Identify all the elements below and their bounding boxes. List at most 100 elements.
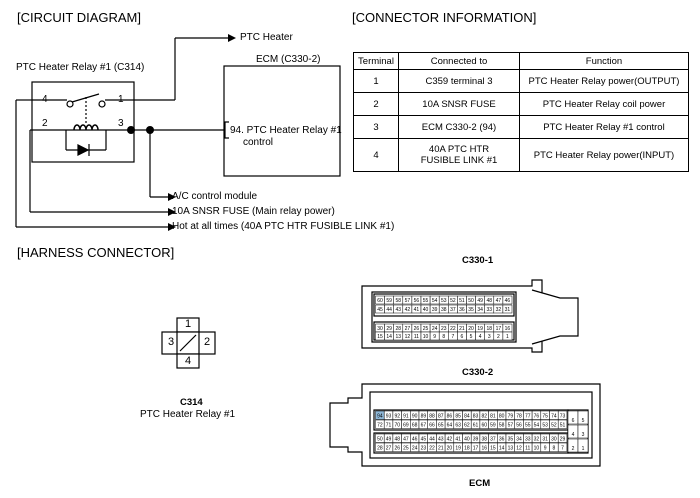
- connector-pin-label: 38: [441, 307, 447, 313]
- connector-pin-label: 43: [395, 307, 401, 313]
- connector-pin-label: 25: [423, 326, 429, 332]
- connector-pin-label: 89: [421, 413, 427, 419]
- connector-pin-label: 70: [394, 422, 400, 428]
- connector-pin-label: 16: [505, 326, 511, 332]
- connector-pin-label: 60: [481, 422, 487, 428]
- connector-info-table: Terminal Connected to Function 1 C359 te…: [353, 52, 689, 172]
- ptc-heater-arrow: [228, 34, 236, 42]
- relay-title: PTC Heater Relay #1 (C314): [16, 62, 145, 73]
- connector-pin-label: 36: [459, 307, 465, 313]
- connector-pin-label: 8: [442, 334, 445, 340]
- connector-pin-label: 39: [432, 307, 438, 313]
- connector-pin-label: 42: [405, 307, 411, 313]
- connector-pin-label: 55: [525, 422, 531, 428]
- connector-pin-label: 41: [455, 436, 461, 442]
- connector-pin-label: 81: [490, 413, 496, 419]
- connector-pin-label: 44: [386, 307, 392, 313]
- connector-pin-label: 29: [386, 326, 392, 332]
- table-row: 3 ECM C330-2 (94) PTC Heater Relay #1 co…: [353, 115, 689, 139]
- connector-pin-label: 33: [486, 307, 492, 313]
- relay-box: [31, 81, 135, 163]
- connector-pin-label: 26: [394, 445, 400, 451]
- connector-pin-label: 48: [394, 436, 400, 442]
- ac-control-module-label: A/C control module: [172, 191, 258, 202]
- connector-pin-label: 30: [551, 436, 557, 442]
- connector-pin-cell: [557, 419, 568, 429]
- connector-pin-label: 55: [423, 298, 429, 304]
- connector-pin-label: 41: [414, 307, 420, 313]
- connector-pin-label: 72: [377, 422, 383, 428]
- connector-pin-label: 92: [394, 413, 400, 419]
- connector-pin-label: 57: [508, 422, 514, 428]
- connector-info-heading: [CONNECTOR INFORMATION]: [352, 10, 537, 25]
- connector-pin-label: 35: [468, 307, 474, 313]
- connector-pin-label: 49: [477, 298, 483, 304]
- function-cell: PTC Heater Relay power(OUTPUT): [519, 69, 689, 93]
- connector-pin-label: 24: [432, 326, 438, 332]
- connector-pin-label: 27: [405, 326, 411, 332]
- function-cell: PTC Heater Relay power(INPUT): [519, 138, 689, 172]
- connector-pin-label: 78: [516, 413, 522, 419]
- connector-pin-label: 40: [423, 307, 429, 313]
- connector-pin-cell: [502, 331, 513, 341]
- c314-pin-4: 4: [185, 355, 192, 367]
- connector-pin-label: 3: [582, 432, 585, 438]
- connector-pin-label: 30: [377, 326, 383, 332]
- connector-pin-label: 21: [438, 445, 444, 451]
- connector-pin-label: 54: [534, 422, 540, 428]
- connector-pin-label: 59: [386, 298, 392, 304]
- connector-pin-label: 19: [477, 326, 483, 332]
- connector-pin-cell: [557, 442, 568, 452]
- connector-pin-label: 26: [414, 326, 420, 332]
- connector-pin-label: 22: [450, 326, 456, 332]
- connector-pin-label: 32: [534, 436, 540, 442]
- connector-pin-label: 44: [429, 436, 435, 442]
- connector-pin-label: 9: [433, 334, 436, 340]
- ecm-pin-label: 94. PTC Heater Relay #1: [230, 125, 342, 136]
- connector-pin-label: 1: [582, 446, 585, 452]
- connector-pin-label: 12: [405, 334, 411, 340]
- ecm-box: [223, 65, 341, 177]
- connector-pin-label: 47: [496, 298, 502, 304]
- connector-pin-label: 29: [560, 436, 566, 442]
- connector-pin-label: 56: [414, 298, 420, 304]
- connector-pin-label: 24: [412, 445, 418, 451]
- connector-pin-label: 5: [470, 334, 473, 340]
- connector-pin-label: 28: [395, 326, 401, 332]
- relay-pin-3: 3: [118, 118, 124, 129]
- connector-pin-label: 7: [561, 445, 564, 451]
- connector-pin-label: 59: [490, 422, 496, 428]
- connector-pin-label: 64: [447, 422, 453, 428]
- connector-pin-label: 53: [542, 422, 548, 428]
- connector-pin-label: 80: [499, 413, 505, 419]
- connector-pin-cell: [577, 438, 589, 453]
- c314-name: PTC Heater Relay #1: [140, 409, 236, 420]
- connector-pin-label: 45: [421, 436, 427, 442]
- connector-pin-label: 15: [490, 445, 496, 451]
- circuit-diagram-heading: [CIRCUIT DIAGRAM]: [17, 10, 141, 25]
- terminal-cell: 3: [353, 115, 399, 139]
- connector-pin-label: 22: [429, 445, 435, 451]
- connector-pin-label: 83: [473, 413, 479, 419]
- connector-pin-label: 58: [395, 298, 401, 304]
- connector-pin-label: 67: [421, 422, 427, 428]
- connected-cell: ECM C330-2 (94): [398, 115, 520, 139]
- connector-pin-label: 6: [461, 334, 464, 340]
- c314-pin-1: 1: [185, 318, 192, 330]
- ecm-title: ECM (C330-2): [256, 54, 321, 65]
- connector-pin-label: 13: [508, 445, 514, 451]
- connector-pin-label: 10: [423, 334, 429, 340]
- connector-pin-label: 11: [414, 334, 419, 340]
- connector-pin-label: 76: [534, 413, 540, 419]
- connector-pin-label: 75: [542, 413, 548, 419]
- connector-pin-label: 46: [412, 436, 418, 442]
- connector-pin-label: 85: [455, 413, 461, 419]
- connector-pin-label: 6: [572, 418, 575, 424]
- connector-pin-cell: [557, 410, 568, 420]
- connector-pin-label: 62: [464, 422, 470, 428]
- connector-pin-label: 49: [386, 436, 392, 442]
- connector-pin-label: 3: [488, 334, 491, 340]
- connector-pin-label: 34: [477, 307, 483, 313]
- connector-pin-label: 12: [516, 445, 522, 451]
- connector-pin-label: 34: [516, 436, 522, 442]
